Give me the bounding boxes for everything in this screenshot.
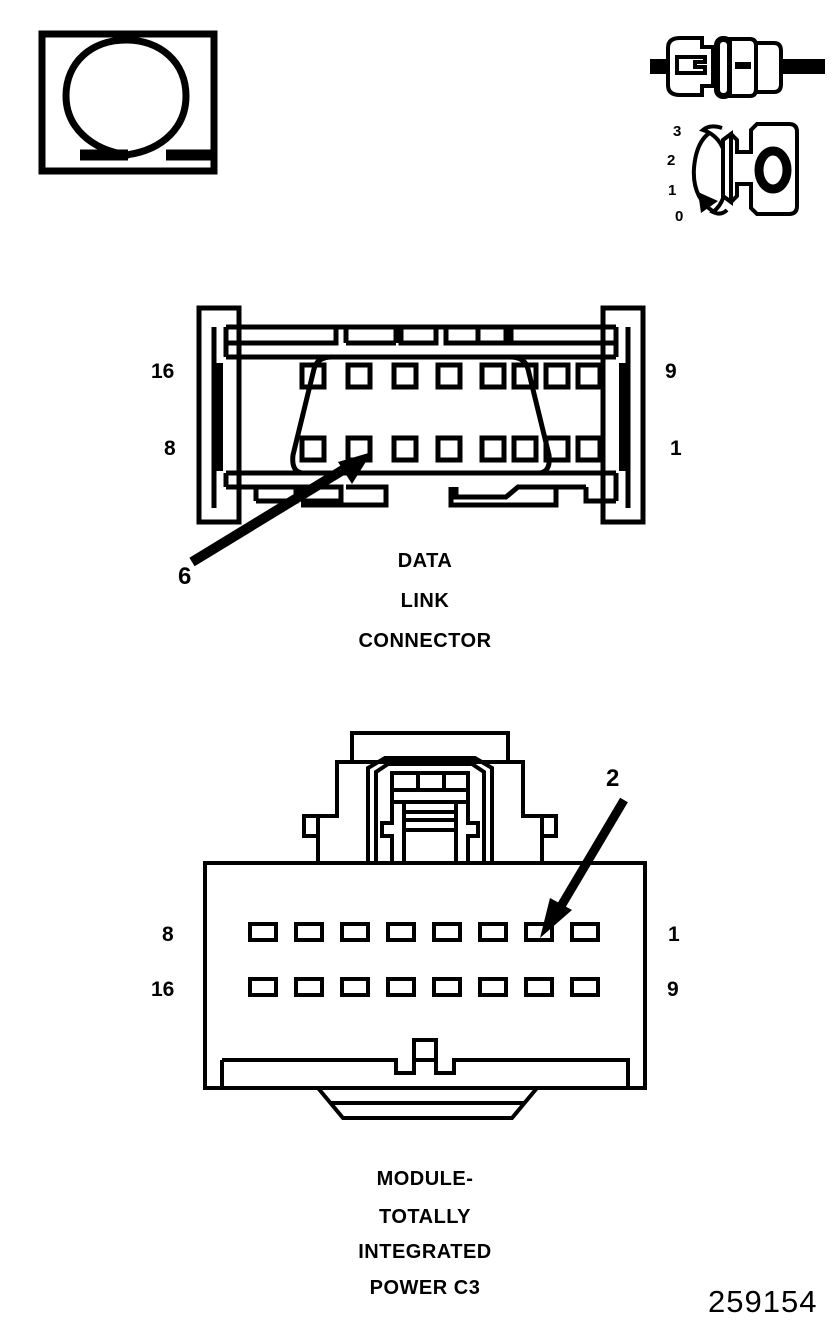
dlc-label-bottom-left: 8: [164, 437, 176, 460]
tipm-callout-arrow: [528, 790, 638, 940]
tipm-pin-row-bottom: [248, 977, 600, 997]
tipm-caption-line-3: INTEGRATED: [358, 1241, 492, 1263]
tipm-caption-line-1: MODULE-: [376, 1168, 474, 1190]
module-tipm-c3-connector: [200, 728, 650, 1143]
ignition-switch-icon: 3 2 1 0: [665, 118, 805, 230]
dlc-caption-line-2: LINK: [400, 590, 450, 612]
tipm-label-top-left: 8: [162, 923, 174, 946]
tipm-pin-row-top: [248, 922, 600, 942]
dlc-pin-row-top: [299, 362, 603, 390]
dlc-callout-arrow: [180, 440, 390, 570]
connector-disconnect-icon: [650, 26, 825, 116]
dlc-caption-line-3: CONNECTOR: [358, 630, 492, 652]
switch-position-1: 1: [668, 182, 676, 199]
dlc-label-bottom-right: 1: [670, 437, 682, 460]
switch-position-2: 2: [667, 152, 675, 169]
dlc-caption-line-1: DATA: [397, 550, 453, 572]
tipm-caption-line-2: TOTALLY: [378, 1206, 472, 1228]
dlc-label-top-right: 9: [665, 360, 677, 383]
switch-position-3: 3: [673, 123, 681, 140]
tipm-callout-label: 2: [606, 765, 620, 792]
tipm-label-bottom-left: 16: [151, 978, 175, 1001]
figure-id: 259154: [708, 1284, 818, 1319]
dlc-callout-label: 6: [178, 563, 192, 590]
tipm-label-top-right: 1: [668, 923, 680, 946]
dlc-label-top-left: 16: [151, 360, 175, 383]
switch-position-0: 0: [675, 208, 683, 225]
dlc-pin-row-bottom: [299, 435, 603, 463]
tipm-caption-line-4: POWER C3: [369, 1277, 481, 1299]
ohm-meter-icon: [38, 30, 218, 175]
tipm-label-bottom-right: 9: [667, 978, 679, 1001]
data-link-connector: [196, 305, 646, 530]
